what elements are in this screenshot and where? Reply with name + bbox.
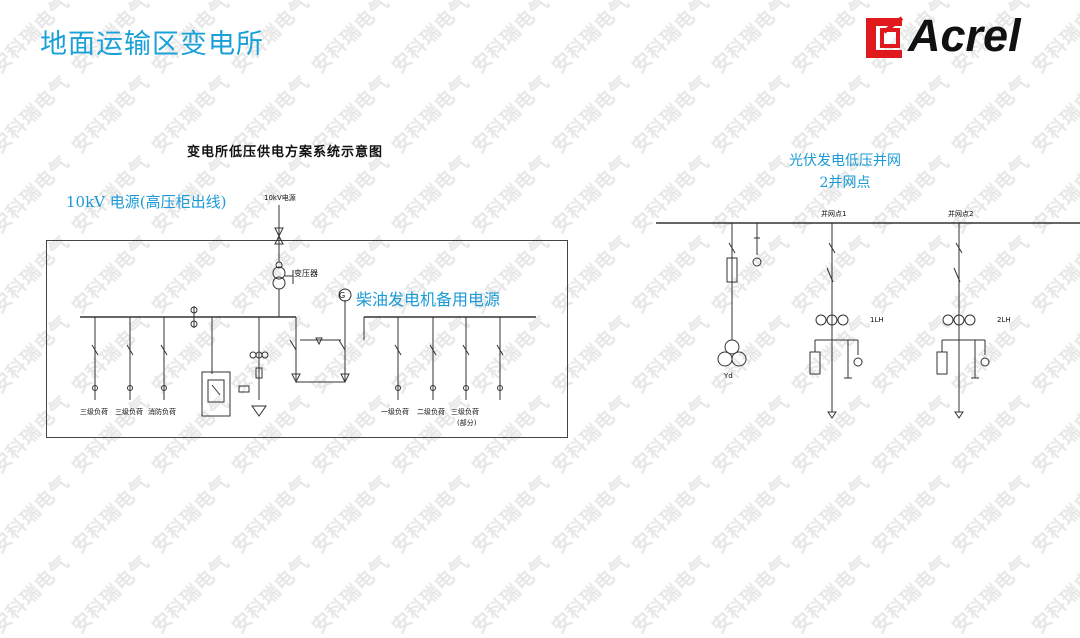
- load-label-4: 一级负荷: [381, 408, 409, 416]
- generator-annotation: 柴油发电机备用电源: [356, 290, 501, 309]
- meter-2-label: 2LH: [997, 316, 1011, 324]
- generator-symbol: G: [339, 291, 346, 300]
- grid-point-2-label: 并网点2: [948, 210, 974, 218]
- grid-point-1-label: 并网点1: [821, 210, 847, 218]
- load-label-5: 二级负荷: [417, 408, 445, 416]
- meter-1-label: 1LH: [870, 316, 884, 324]
- load-label-1: 三级负荷: [80, 408, 108, 416]
- transformer-label: 变压器: [294, 269, 318, 278]
- acrel-logo: Acrel: [864, 10, 1060, 64]
- load-label-3: 消防负荷: [148, 408, 176, 416]
- source-annotation: 10kV 电源(高压柜出线): [66, 193, 227, 211]
- right-diagram-lines: [656, 222, 1080, 419]
- logo-text: Acrel: [908, 10, 1021, 61]
- load-label-6: 三级负荷: [451, 408, 479, 416]
- pv-transformer-label: Yd: [724, 372, 733, 380]
- source-label: 10kV电源: [264, 194, 296, 202]
- left-diagram-title: 变电所低压供电方案系统示意图: [187, 145, 384, 160]
- left-diagram-frame: [46, 240, 568, 438]
- load-note: (部分): [457, 419, 477, 427]
- left-diagram-lines: [80, 205, 536, 417]
- pv-annotation-line1: 光伏发电低压并网: [789, 153, 901, 169]
- load-label-2: 三级负荷: [115, 408, 143, 416]
- pv-annotation-line2: 2并网点: [819, 175, 871, 191]
- logo-mark-icon: [866, 16, 904, 58]
- slide-title: 地面运输区变电所: [40, 29, 264, 60]
